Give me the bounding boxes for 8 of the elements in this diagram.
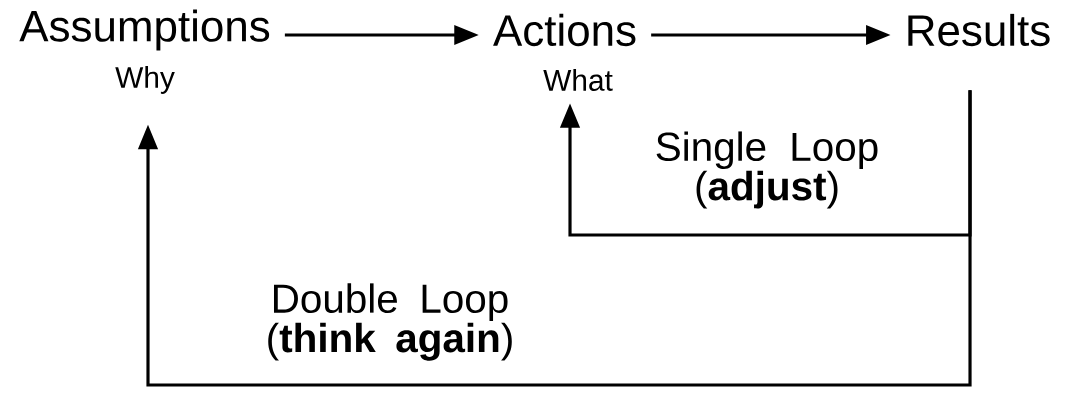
step-caption: What <box>543 69 613 91</box>
step-label: Results <box>908 13 1050 47</box>
step-label: Assumptions <box>19 9 270 51</box>
step-caption: Why <box>115 66 175 94</box>
arrow <box>137 90 972 387</box>
step-label: Actions <box>493 13 636 47</box>
edge-label: Double Loop (think again) <box>268 283 512 361</box>
edge-label: Single Loop (adjust) <box>656 131 878 209</box>
